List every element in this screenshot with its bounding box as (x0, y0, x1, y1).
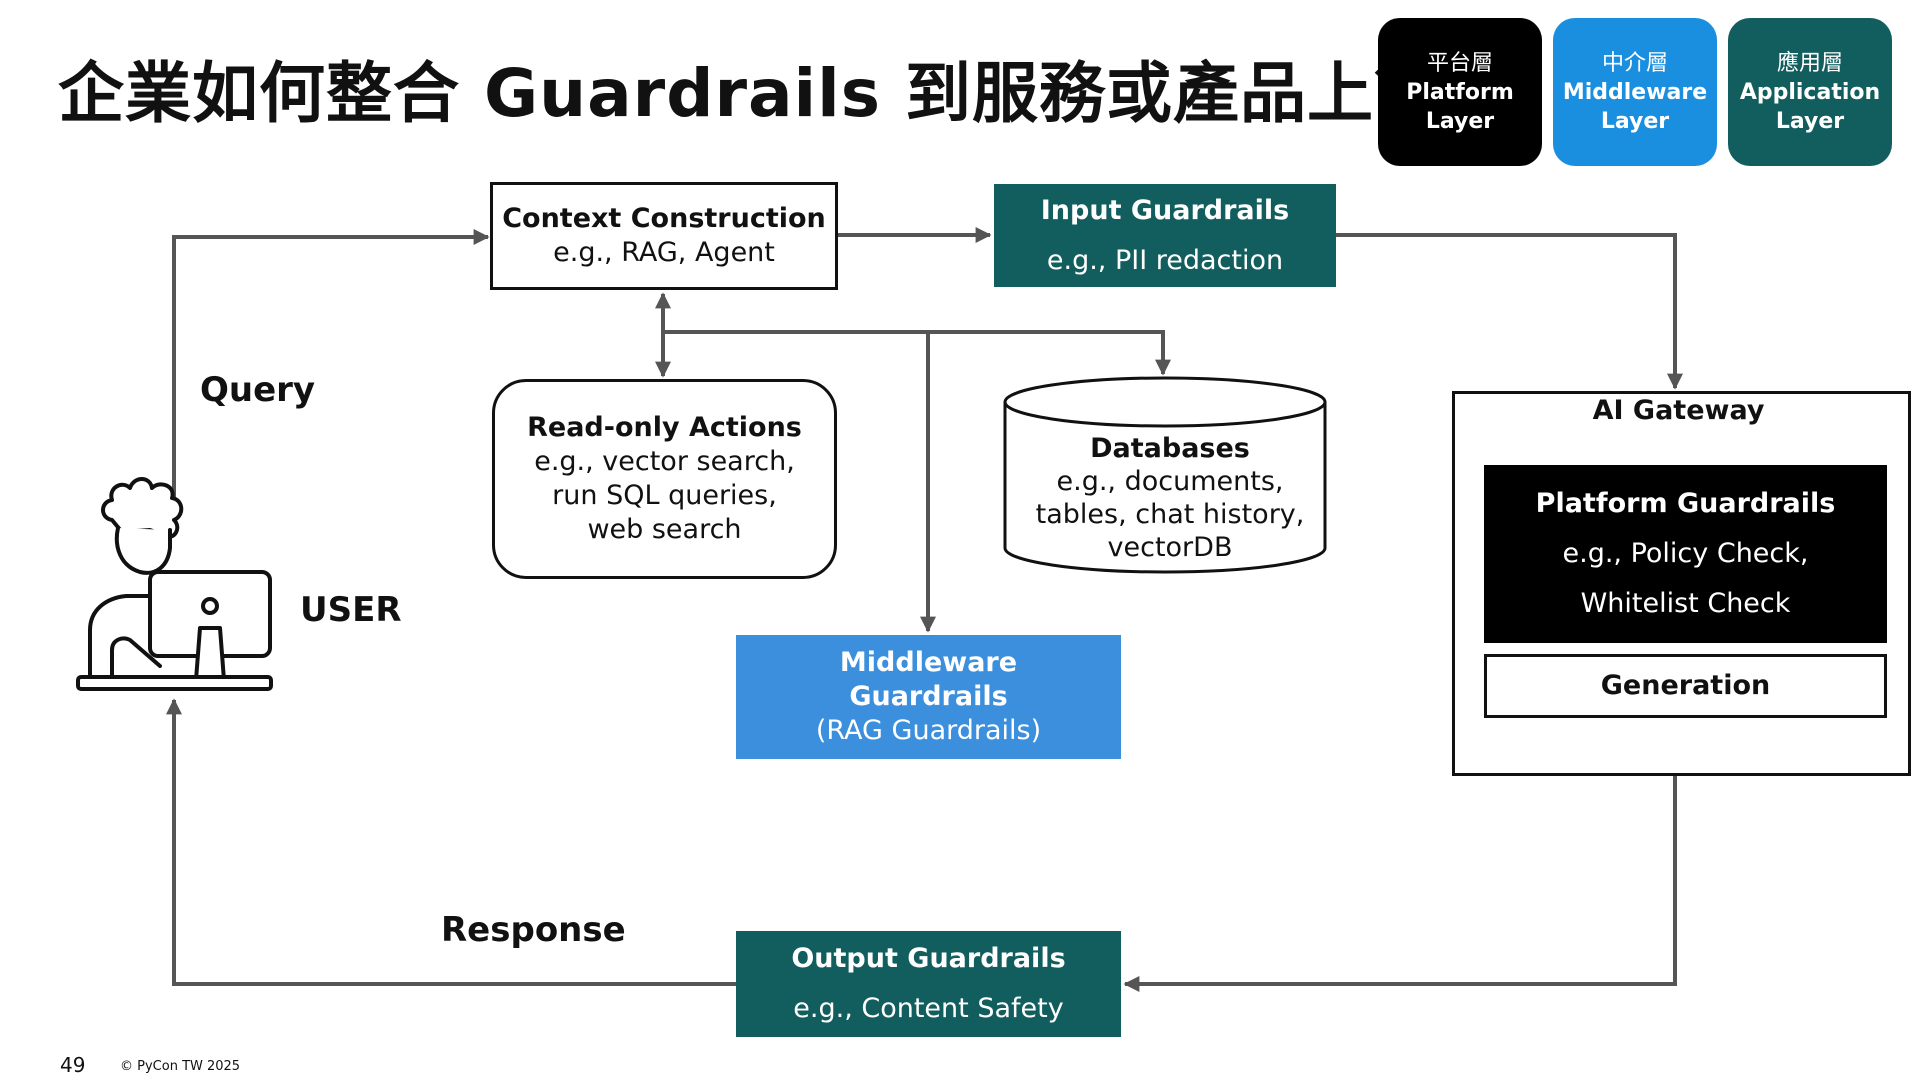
input-guardrails-box: Input Guardrails e.g., PII redaction (994, 184, 1336, 287)
user-label: USER (300, 590, 402, 630)
user-at-computer-icon (76, 477, 273, 691)
database-cylinder (1003, 376, 1327, 574)
legend-middleware-layer: 中介層 Middleware Layer (1553, 18, 1717, 166)
legend-middleware-en1: Middleware (1562, 79, 1708, 105)
context-construction-box: Context Construction e.g., RAG, Agent (490, 182, 838, 290)
legend-platform-zh: 平台層 (1426, 50, 1493, 76)
legend-application-zh: 應用層 (1776, 50, 1843, 76)
legend-application-layer: 應用層 Application Layer (1728, 18, 1892, 166)
output-guardrails-box: Output Guardrails e.g., Content Safety (736, 931, 1121, 1037)
input-guardrails-title: Input Guardrails (1040, 194, 1290, 226)
page-number: 49 (60, 1053, 86, 1077)
arrow-response (166, 698, 736, 986)
databases-line3: vectorDB (1107, 532, 1233, 563)
readonly-title: Read-only Actions (527, 412, 802, 443)
context-sub: e.g., RAG, Agent (553, 237, 775, 268)
middleware-line3: (RAG Guardrails) (815, 715, 1042, 746)
copyright: © PyCon TW 2025 (120, 1059, 241, 1074)
legend-application-en1: Application (1739, 79, 1881, 105)
response-label: Response (441, 910, 626, 950)
databases-label: Databases e.g., documents, tables, chat … (1005, 432, 1335, 564)
platform-guardrails-box: Platform Guardrails e.g., Policy Check, … (1484, 465, 1887, 643)
page-title: 企業如何整合 Guardrails 到服務或產品上？ (58, 55, 1442, 132)
arrow-input-to-gateway (1336, 233, 1683, 390)
platform-guardrails-line2: Whitelist Check (1580, 588, 1791, 619)
arrow-gateway-to-output (1123, 770, 1677, 992)
legend-platform-en1: Platform (1406, 79, 1514, 105)
middleware-line1: Middleware (839, 647, 1018, 678)
output-guardrails-title: Output Guardrails (791, 943, 1066, 974)
arrow-query (172, 229, 490, 498)
output-guardrails-sub: e.g., Content Safety (793, 993, 1064, 1024)
generation-title: Generation (1600, 670, 1771, 701)
middleware-guardrails-box: Middleware Guardrails (RAG Guardrails) (736, 635, 1121, 759)
legend-platform-en2: Layer (1425, 108, 1495, 134)
platform-guardrails-title: Platform Guardrails (1535, 488, 1836, 519)
legend-middleware-en2: Layer (1600, 108, 1670, 134)
databases-title: Databases (1090, 433, 1250, 464)
databases-line1: e.g., documents, (1056, 466, 1284, 497)
ai-gateway-title: AI Gateway (1592, 395, 1765, 426)
readonly-line3: web search (587, 514, 742, 545)
legend-middleware-zh: 中介層 (1601, 50, 1668, 76)
legend-application-en2: Layer (1775, 108, 1845, 134)
readonly-line1: e.g., vector search, (534, 446, 795, 477)
generation-box: Generation (1484, 654, 1887, 718)
readonly-line2: run SQL queries, (552, 480, 777, 511)
arrow-to-databases (663, 330, 1171, 376)
databases-line2: tables, chat history, (1035, 499, 1305, 530)
input-guardrails-sub: e.g., PII redaction (1046, 244, 1284, 276)
readonly-actions-box: Read-only Actions e.g., vector search, r… (492, 379, 837, 579)
legend-platform-layer: 平台層 Platform Layer (1378, 18, 1542, 166)
platform-guardrails-line1: e.g., Policy Check, (1562, 538, 1809, 569)
query-label: Query (200, 370, 316, 410)
middleware-line2: Guardrails (849, 681, 1008, 712)
context-title: Context Construction (502, 203, 826, 234)
